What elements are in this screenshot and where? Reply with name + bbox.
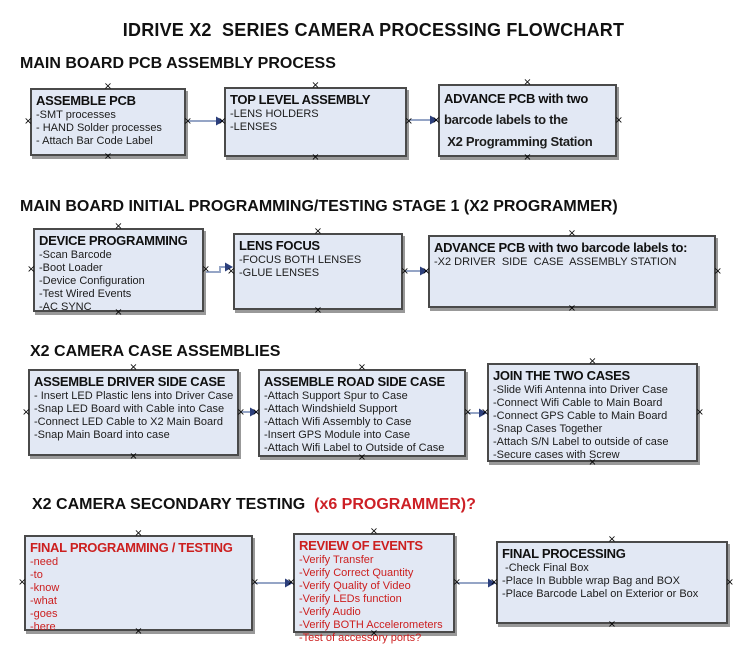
box-title: TOP LEVEL ASSEMBLY: [230, 92, 371, 107]
connection-anchor-icon: ×: [588, 356, 597, 367]
connection-anchor-icon: ×: [452, 577, 461, 588]
connection-anchor-icon: ×: [432, 114, 441, 126]
flow-box-top-level-assembly[interactable]: TOP LEVEL ASSEMBLY -LENS HOLDERS -LENSES…: [218, 81, 413, 163]
box-title: JOIN THE TWO CASES: [493, 368, 630, 383]
connection-anchor-icon: ×: [236, 406, 245, 418]
connection-anchor-icon: ×: [481, 406, 490, 418]
flow-box-assemble-driver-side-case[interactable]: ASSEMBLE DRIVER SIDE CASE - Insert LED P…: [22, 363, 245, 462]
connection-anchor-icon: ×: [523, 77, 532, 88]
box-title: FINAL PROCESSING: [502, 546, 626, 561]
connection-anchor-icon: ×: [114, 221, 123, 232]
box-title: ADVANCE PCB with two: [444, 91, 588, 106]
section-heading-secondary-testing-red: (x6 PROGRAMMER)?: [305, 496, 476, 513]
section-heading-case-assemblies: X2 CAMERA CASE ASSEMBLIES: [30, 343, 281, 360]
section-heading-secondary-testing-black: X2 CAMERA SECONDARY TESTING: [32, 496, 306, 513]
connection-anchor-icon: ×: [614, 114, 623, 126]
box-body: -Check Final Box -Place In Bubble wrap B…: [502, 562, 699, 600]
connection-anchor-icon: ×: [313, 305, 323, 316]
section-heading-initial-programming: MAIN BOARD INITIAL PROGRAMMING/TESTING S…: [20, 198, 618, 215]
box-body: -Attach Support Spur to Case -Attach Win…: [264, 390, 445, 454]
connection-anchor-icon: ×: [250, 577, 259, 588]
connection-anchor-icon: ×: [313, 226, 323, 237]
box-body: -LENS HOLDERS -LENSES: [230, 108, 319, 133]
connection-anchor-icon: ×: [357, 362, 367, 373]
connection-anchor-icon: ×: [27, 264, 36, 275]
flow-box-advance-pcb-to-programming-station[interactable]: ADVANCE PCB with two barcode labels to t…: [432, 78, 623, 163]
connection-anchor-icon: ×: [103, 151, 113, 162]
flow-box-review-of-events[interactable]: REVIEW OF EVENTS -Verify Transfer -Verif…: [287, 527, 461, 645]
connection-anchor-icon: ×: [523, 152, 532, 163]
connection-anchor-icon: ×: [607, 534, 617, 545]
connection-anchor-icon: ×: [134, 626, 143, 637]
connection-anchor-icon: ×: [114, 307, 123, 318]
connection-anchor-icon: ×: [369, 628, 379, 639]
box-body: -Scan Barcode -Boot Loader -Device Confi…: [39, 249, 145, 313]
connection-anchor-icon: ×: [695, 406, 704, 418]
box-title: ASSEMBLE DRIVER SIDE CASE: [34, 374, 226, 389]
box-body: -need -to -know -what -goes -here: [30, 556, 60, 633]
section-heading-secondary-testing: X2 CAMERA SECONDARY TESTING (x6 PROGRAMM…: [32, 496, 476, 514]
connection-anchor-icon: ×: [567, 303, 577, 314]
connection-anchor-icon: ×: [588, 457, 597, 468]
connection-anchor-icon: ×: [201, 264, 210, 275]
flow-box-final-processing[interactable]: FINAL PROCESSING -Check Final Box -Place…: [490, 535, 734, 630]
box-body: barcode labels to the X2 Programming Sta…: [444, 112, 593, 149]
flow-box-join-the-two-cases[interactable]: JOIN THE TWO CASES -Slide Wifi Antenna i…: [481, 357, 704, 468]
connection-anchor-icon: ×: [607, 619, 617, 630]
connection-anchor-icon: ×: [567, 228, 577, 239]
box-title: REVIEW OF EVENTS: [299, 538, 423, 553]
box-title: ASSEMBLE PCB: [36, 93, 136, 108]
connection-anchor-icon: ×: [463, 407, 472, 418]
connection-anchor-icon: ×: [400, 265, 409, 277]
box-title: ASSEMBLE ROAD SIDE CASE: [264, 374, 445, 389]
page-title: IDRIVE X2 SERIES CAMERA PROCESSING FLOWC…: [122, 20, 625, 40]
connection-anchor-icon: ×: [490, 576, 499, 588]
connection-anchor-icon: ×: [103, 81, 113, 92]
flow-box-device-programming[interactable]: DEVICE PROGRAMMING -Scan Barcode -Boot L…: [27, 222, 210, 318]
box-body: -Slide Wifi Antenna into Driver Case -Co…: [493, 384, 669, 461]
connection-anchor-icon: ×: [311, 80, 320, 91]
connection-anchor-icon: ×: [404, 116, 413, 127]
box-title: DEVICE PROGRAMMING: [39, 233, 188, 248]
box-body: - Insert LED Plastic lens into Driver Ca…: [34, 390, 234, 441]
connection-anchor-icon: ×: [311, 152, 320, 163]
box-title: ADVANCE PCB with two barcode labels to:: [434, 240, 688, 255]
connection-anchor-icon: ×: [252, 407, 261, 418]
connection-anchor-icon: ×: [129, 451, 138, 462]
connection-anchor-icon: ×: [287, 577, 296, 588]
connection-anchor-icon: ×: [129, 362, 138, 373]
flow-box-final-programming-testing[interactable]: FINAL PROGRAMMING / TESTING -need -to -k…: [18, 529, 259, 637]
connection-anchor-icon: ×: [134, 528, 143, 539]
connection-anchor-icon: ×: [369, 526, 379, 537]
connection-anchor-icon: ×: [22, 406, 31, 418]
box-body: -SMT processes - HAND Solder processes -…: [36, 109, 162, 147]
connection-anchor-icon: ×: [422, 265, 431, 277]
box-body: -X2 DRIVER SIDE CASE ASSEMBLY STATION: [434, 256, 677, 268]
flow-box-advance-pcb-to-case-assembly-station[interactable]: ADVANCE PCB with two barcode labels to: …: [422, 229, 722, 314]
connection-anchor-icon: ×: [725, 576, 734, 588]
flow-box-assemble-road-side-case[interactable]: ASSEMBLE ROAD SIDE CASE -Attach Support …: [252, 363, 472, 463]
box-body: -FOCUS BOTH LENSES -GLUE LENSES: [239, 254, 362, 279]
box-title: LENS FOCUS: [239, 238, 320, 253]
box-body: -Verify Transfer -Verify Correct Quantit…: [299, 554, 443, 644]
connection-anchor-icon: ×: [357, 452, 367, 463]
connection-anchor-icon: ×: [227, 265, 236, 277]
connection-anchor-icon: ×: [713, 265, 722, 277]
connection-anchor-icon: ×: [24, 116, 33, 127]
section-heading-pcb-assembly: MAIN BOARD PCB ASSEMBLY PROCESS: [20, 55, 336, 72]
flow-box-assemble-pcb[interactable]: ASSEMBLE PCB -SMT processes - HAND Solde…: [24, 82, 192, 162]
flow-box-lens-focus[interactable]: LENS FOCUS -FOCUS BOTH LENSES -GLUE LENS…: [227, 227, 409, 316]
connection-anchor-icon: ×: [183, 116, 192, 127]
connection-anchor-icon: ×: [18, 577, 27, 588]
connection-anchor-icon: ×: [218, 116, 227, 127]
box-title: FINAL PROGRAMMING / TESTING: [30, 540, 233, 555]
